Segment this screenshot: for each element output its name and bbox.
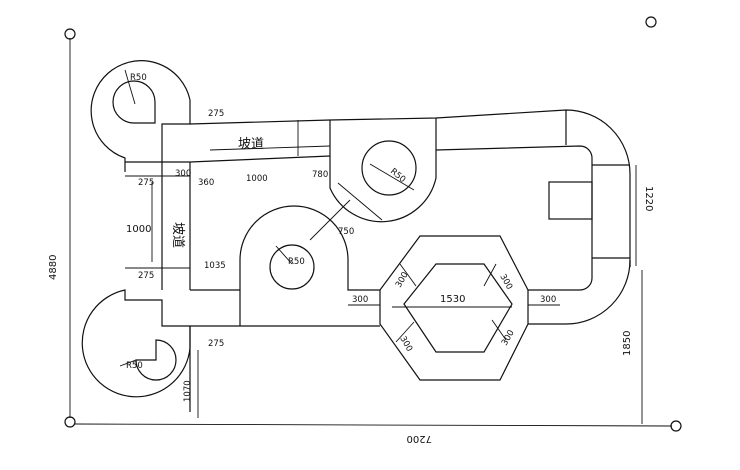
corner-marker-top-left bbox=[64, 28, 76, 40]
label-275-top: 275 bbox=[208, 109, 224, 119]
label-275-bottom: 275 bbox=[208, 339, 224, 349]
left-column bbox=[124, 162, 191, 290]
label-780: 780 bbox=[312, 170, 328, 180]
label-1530: 1530 bbox=[440, 294, 465, 305]
center-circle-area bbox=[190, 199, 380, 327]
label-750: 750 bbox=[338, 227, 354, 237]
hexagon-loop bbox=[348, 235, 560, 381]
label-right-lower: 1850 bbox=[622, 331, 633, 356]
label-300-hex-bl: 300 bbox=[397, 335, 414, 354]
label-360: 360 bbox=[198, 178, 214, 188]
label-300-hex-tr: 300 bbox=[497, 273, 514, 292]
label-ramp-left: 坡道 bbox=[170, 222, 185, 248]
bottom-left-circle-area bbox=[81, 289, 191, 412]
label-ramp-top: 坡道 bbox=[238, 137, 264, 152]
label-r50-upper-center: R50 bbox=[388, 167, 407, 185]
label-1000-top: 1000 bbox=[246, 174, 268, 184]
corner-marker-top-right bbox=[645, 16, 657, 28]
label-total-width: 7200 bbox=[407, 433, 432, 444]
label-300-hex-br: 300 bbox=[500, 328, 517, 347]
label-300-hex-left: 300 bbox=[352, 295, 368, 305]
label-300-hex-tl: 300 bbox=[394, 270, 411, 289]
corner-marker-bottom-left bbox=[64, 416, 76, 428]
label-r50-center: R50 bbox=[288, 257, 305, 267]
corner-marker-bottom-right bbox=[670, 420, 682, 432]
top-corridor bbox=[189, 109, 631, 267]
label-total-height: 4880 bbox=[48, 255, 59, 280]
label-275-b: 275 bbox=[138, 271, 154, 281]
label-r50-top-left: R50 bbox=[130, 73, 147, 83]
label-1070: 1070 bbox=[183, 380, 193, 402]
top-left-circle-area bbox=[90, 60, 191, 163]
right-connection bbox=[528, 259, 631, 325]
label-right-upper: 1220 bbox=[643, 186, 654, 211]
label-r50-bottom-left: R50 bbox=[126, 361, 143, 371]
label-left-mid: 1000 bbox=[126, 224, 151, 235]
label-300-left: 300 bbox=[175, 169, 191, 179]
label-275-a: 275 bbox=[138, 178, 154, 188]
label-1035: 1035 bbox=[204, 261, 226, 271]
upper-center-circle-area bbox=[329, 140, 437, 223]
label-300-hex-right: 300 bbox=[540, 295, 556, 305]
overall-width-line bbox=[73, 423, 673, 427]
